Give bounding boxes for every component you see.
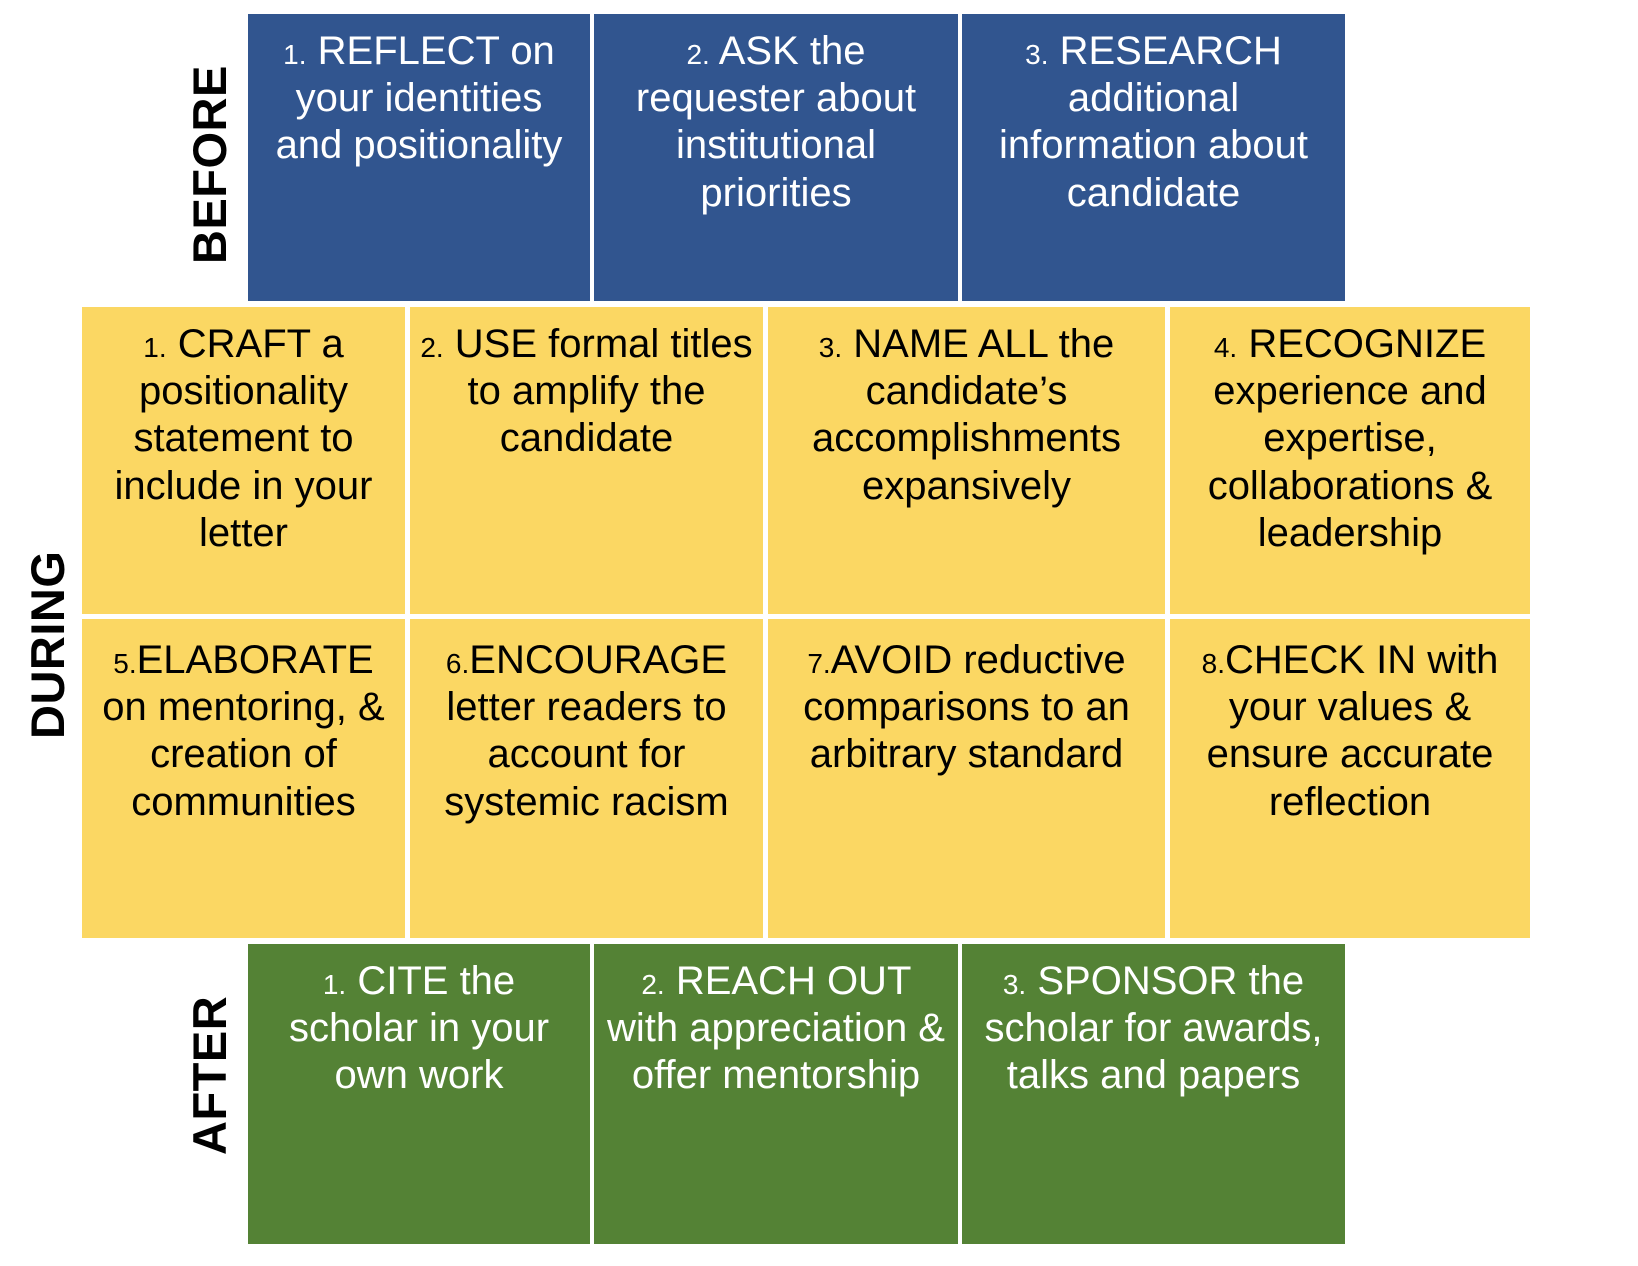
during-card-3-number: 3. — [818, 332, 843, 363]
after-card-1-action: CITE — [357, 959, 449, 1003]
during-card-8-detail: your values & ensure accurate reflection — [1206, 685, 1494, 824]
during-card-2-action: USE formal — [454, 322, 660, 366]
during-card-6-text: 6.ENCOURAGE letter readers to account fo… — [420, 637, 753, 826]
after-card-3-text: 3. SPONSOR the scholar for awards, talks… — [972, 958, 1335, 1100]
before-card-1-number: 1. — [283, 39, 307, 70]
during-card-8-number: 8. — [1201, 648, 1225, 679]
before-card-3[interactable]: 3. RESEARCH additional information about… — [962, 14, 1345, 301]
during-card-2[interactable]: 2. USE formal titles to amplify the cand… — [410, 307, 768, 619]
during-card-1-detail: a positionality statement to include in … — [114, 322, 373, 555]
after-card-2-detail: with appreciation & offer mentorship — [607, 1006, 945, 1098]
during-card-3-detail: the candidate’s accomplishments expansiv… — [811, 322, 1121, 508]
during-card-1-number: 1. — [143, 332, 167, 363]
before-card-1[interactable]: 1. REFLECT on your identities and positi… — [248, 14, 594, 301]
during-card-2-text: 2. USE formal titles to amplify the cand… — [420, 321, 753, 463]
during-card-6-action: ENCOURAGE — [469, 638, 728, 682]
after-card-1[interactable]: 1. CITE the scholar in your own work — [248, 944, 594, 1244]
during-card-7[interactable]: 7.AVOID reductive comparisons to an arbi… — [768, 619, 1170, 938]
during-card-1-text: 1. CRAFT a positionality statement to in… — [92, 321, 395, 557]
during-card-3-text: 3. NAME ALL the candidate’s accomplishme… — [778, 321, 1155, 510]
before-card-1-text: 1. REFLECT on your identities and positi… — [258, 28, 580, 170]
during-card-2-number: 2. — [420, 332, 444, 363]
before-card-3-detail: additional information about candidate — [998, 76, 1309, 215]
during-card-5[interactable]: 5.ELABORATE on mentoring, & creation of … — [82, 619, 410, 938]
before-row: 1. REFLECT on your identities and positi… — [248, 14, 1345, 301]
during-card-1-action: CRAFT — [177, 322, 311, 366]
before-card-1-detail: on your identities and positionality — [275, 29, 563, 168]
during-card-5-text: 5.ELABORATE on mentoring, & creation of … — [92, 637, 395, 826]
stage-label-after: AFTER — [183, 995, 236, 1155]
during-card-8[interactable]: 8.CHECK IN with your values & ensure acc… — [1170, 619, 1530, 938]
during-card-2-detail: titles to amplify the candidate — [467, 322, 753, 461]
after-card-3-detail: the scholar for awards, talks and papers — [984, 959, 1323, 1098]
after-card-1-number: 1. — [322, 969, 347, 1000]
during-card-5-action: ELABORATE — [136, 638, 374, 682]
after-card-2-text: 2. REACH OUT with appreciation & offer m… — [604, 958, 948, 1100]
during-card-4-detail: experience and expertise, collaborations… — [1207, 369, 1493, 555]
during-card-4-number: 4. — [1213, 332, 1238, 363]
during-card-4-text: 4. RECOGNIZE experience and expertise, c… — [1180, 321, 1520, 557]
before-card-2[interactable]: 2. ASK the requester about institutional… — [594, 14, 962, 301]
before-card-1-action: REFLECT — [317, 29, 500, 73]
after-card-2-action: REACH OUT — [675, 959, 911, 1003]
during-card-7-action: AVOID reductive — [830, 638, 1126, 682]
during-card-3[interactable]: 3. NAME ALL the candidate’s accomplishme… — [768, 307, 1170, 619]
after-card-3-number: 3. — [1002, 969, 1027, 1000]
after-card-2-number: 2. — [641, 969, 665, 1000]
during-card-3-action: NAME ALL — [853, 322, 1048, 366]
after-card-3[interactable]: 3. SPONSOR the scholar for awards, talks… — [962, 944, 1345, 1244]
during-card-5-detail: on mentoring, & creation of communities — [102, 685, 385, 824]
during-card-7-text: 7.AVOID reductive comparisons to an arbi… — [778, 637, 1155, 779]
during-card-6[interactable]: 6.ENCOURAGE letter readers to account fo… — [410, 619, 768, 938]
during-card-8-action: CHECK IN with — [1224, 638, 1499, 682]
stage-label-during: DURING — [21, 550, 74, 740]
during-card-4-action: RECOGNIZE — [1248, 322, 1487, 366]
before-card-2-number: 2. — [686, 39, 710, 70]
after-card-1-text: 1. CITE the scholar in your own work — [258, 958, 580, 1100]
during-card-4[interactable]: 4. RECOGNIZE experience and expertise, c… — [1170, 307, 1530, 619]
during-card-1[interactable]: 1. CRAFT a positionality statement to in… — [82, 307, 410, 619]
during-row-2: 5.ELABORATE on mentoring, & creation of … — [82, 619, 1530, 938]
before-card-3-text: 3. RESEARCH additional information about… — [972, 28, 1335, 217]
after-card-1-detail: the scholar in your own work — [288, 959, 550, 1098]
during-card-5-number: 5. — [113, 648, 137, 679]
during-card-7-detail: comparisons to an arbitrary standard — [803, 685, 1130, 777]
after-row: 1. CITE the scholar in your own work 2. … — [248, 944, 1345, 1244]
during-card-7-number: 7. — [807, 648, 831, 679]
before-card-2-detail: requester about institutional priorities — [635, 76, 917, 215]
during-section: 1. CRAFT a positionality statement to in… — [82, 307, 1530, 938]
before-card-2-text: 2. ASK the requester about institutional… — [604, 28, 948, 217]
stage-label-before: BEFORE — [183, 65, 236, 265]
during-row-1: 1. CRAFT a positionality statement to in… — [82, 307, 1530, 619]
after-card-2[interactable]: 2. REACH OUT with appreciation & offer m… — [594, 944, 962, 1244]
during-card-6-detail: letter readers to account for systemic r… — [444, 685, 729, 824]
during-card-8-text: 8.CHECK IN with your values & ensure acc… — [1180, 637, 1520, 826]
before-card-3-number: 3. — [1025, 39, 1049, 70]
after-card-3-action: SPONSOR — [1037, 959, 1238, 1003]
before-card-3-action: RESEARCH — [1059, 29, 1282, 73]
during-card-6-number: 6. — [445, 648, 470, 679]
before-card-2-action: ASK the — [718, 29, 866, 73]
